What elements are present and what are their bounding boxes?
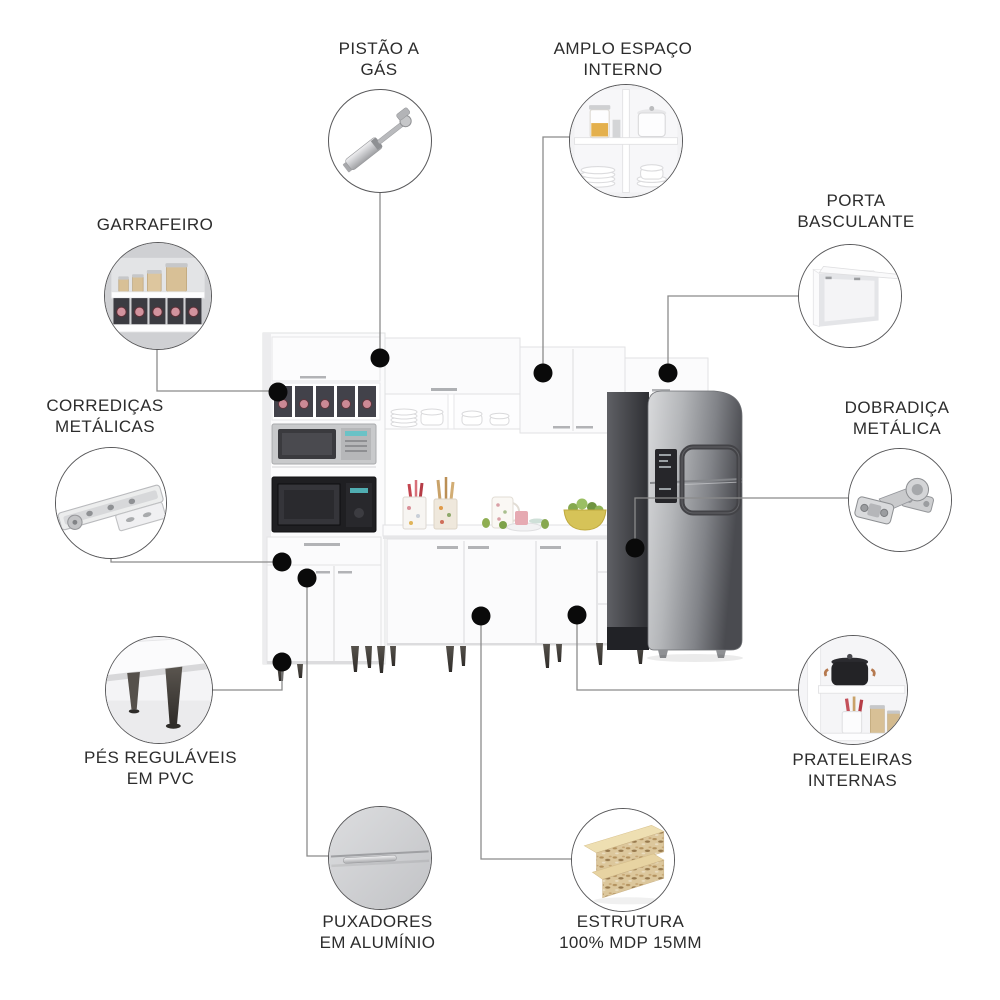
callout-gas-piston — [328, 89, 432, 193]
microwave-black — [271, 476, 377, 533]
label-bottle-rack: GARRAFEIRO — [96, 215, 214, 234]
counter-items — [402, 477, 607, 532]
cabinet-interior-icon — [570, 85, 682, 197]
handle-icon — [329, 807, 431, 909]
label-gas-piston: PISTÃO A GÁS — [338, 39, 420, 79]
callout-flip-door — [798, 244, 902, 348]
hinge-icon — [849, 449, 951, 551]
bridge-cabinet — [384, 337, 521, 430]
label-internal-shelves: PRATELEIRAS INTERNAS — [792, 750, 913, 790]
tall-cabinet — [262, 332, 386, 665]
pvc-feet-icon — [106, 637, 212, 743]
label-adjustable-feet: PÉS REGULÁVEIS EM PVC — [84, 748, 237, 788]
callout-aluminum-handles — [328, 806, 432, 910]
microwave-silver — [271, 423, 377, 465]
drawer-slide-icon — [56, 448, 166, 558]
callout-interior-space — [569, 84, 683, 198]
label-interior-space: AMPLO ESPAÇO INTERNO — [553, 39, 693, 79]
shelves-icon — [799, 636, 907, 744]
callout-metal-slides — [55, 447, 167, 559]
utensil-cup-wood — [433, 477, 458, 530]
gas-piston-icon — [342, 107, 412, 173]
label-metal-hinge: DOBRADIÇA METÁLICA — [844, 398, 950, 438]
mdp-board-icon — [572, 809, 674, 911]
callout-mdp-structure — [571, 808, 675, 912]
label-flip-door: PORTA BASCULANTE — [797, 191, 915, 231]
callout-internal-shelves — [798, 635, 908, 745]
callout-adjustable-feet — [105, 636, 213, 744]
flip-door-icon — [799, 245, 901, 347]
wine-rack — [271, 382, 381, 421]
callout-metal-hinge — [848, 448, 952, 552]
utensil-cup-red — [402, 480, 427, 530]
cup-and-tray — [506, 511, 545, 532]
label-mdp-structure: ESTRUTURA 100% MDP 15MM — [559, 912, 702, 952]
plate-stacks — [390, 408, 510, 428]
label-metal-slides: CORREDIÇAS METÁLICAS — [46, 396, 164, 436]
label-aluminum-handles: PUXADORES EM ALUMÍNIO — [319, 912, 436, 952]
fruit-bowl — [563, 498, 607, 531]
callout-bottle-rack — [104, 242, 212, 350]
over-fridge-cabinet — [621, 357, 709, 396]
fridge — [607, 390, 743, 662]
center-upper-cabinet — [519, 346, 626, 434]
bottle-rack-icon — [105, 243, 211, 349]
